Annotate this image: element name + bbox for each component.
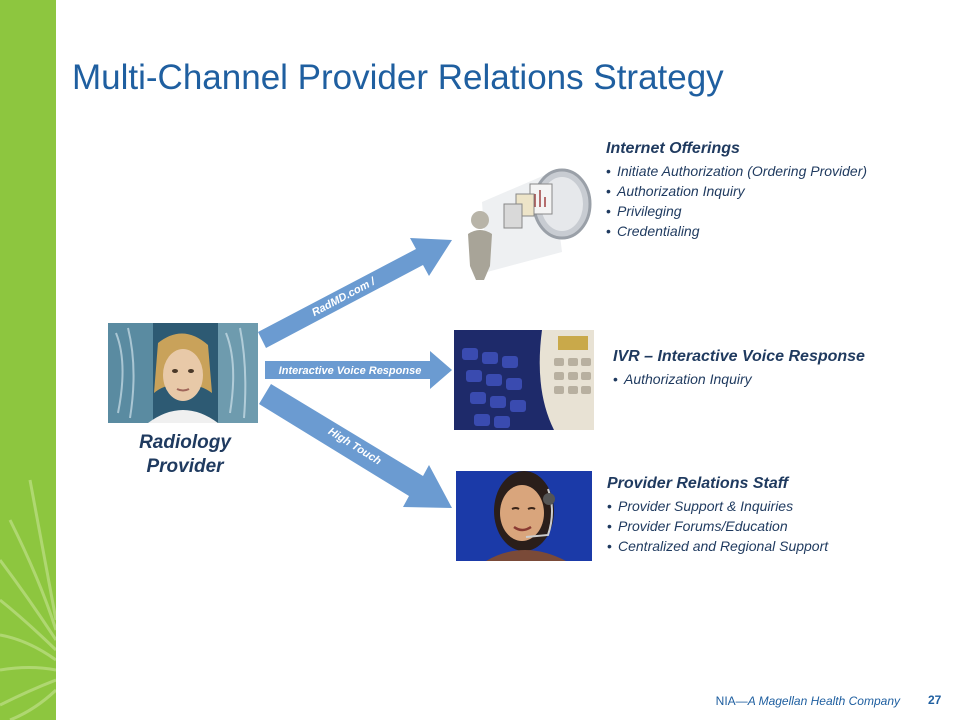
ivr-list: •Authorization Inquiry	[613, 369, 865, 389]
page-title: Multi-Channel Provider Relations Strateg…	[72, 58, 724, 97]
footer-prefix: NIA—	[715, 694, 748, 708]
frond-decoration	[0, 479, 56, 720]
ivr-block: IVR – Interactive Voice Response •Author…	[613, 348, 865, 389]
internet-offerings-heading: Internet Offerings	[606, 140, 740, 157]
arrow-ivr	[265, 351, 452, 389]
radiology-provider-label: Radiology Provider	[105, 431, 265, 479]
footer-company-name: A Magellan Health Company	[747, 694, 900, 708]
list-item: •Credentialing	[606, 223, 700, 239]
headset-operator-photo	[456, 471, 592, 561]
list-item: •Privileging	[606, 203, 682, 219]
footer-company: NIA—A Magellan Health Company	[716, 694, 900, 708]
arrow-internet	[258, 238, 452, 348]
provider-relations-staff-heading: Provider Relations Staff	[607, 475, 789, 492]
provider-relations-staff-block: Provider Relations Staff •Provider Suppo…	[607, 475, 828, 556]
list-item: •Authorization Inquiry	[606, 183, 745, 199]
list-item: •Provider Forums/Education	[607, 518, 788, 534]
green-sidebar	[0, 0, 56, 720]
list-item: •Authorization Inquiry	[613, 371, 752, 387]
list-item: •Centralized and Regional Support	[607, 538, 829, 554]
internet-offerings-block: Internet Offerings •Initiate Authorizati…	[606, 140, 867, 241]
arrow-high-touch	[259, 384, 452, 508]
provider-relations-staff-list: •Provider Support & Inquiries •Provider …	[607, 496, 828, 556]
provider-label-line-1: Radiology	[139, 432, 231, 453]
ivr-heading: IVR – Interactive Voice Response	[613, 348, 865, 365]
radiology-provider-photo	[108, 323, 258, 423]
phone-keypad-photo	[454, 330, 594, 430]
internet-offerings-list: •Initiate Authorization (Ordering Provid…	[606, 161, 867, 241]
list-item: •Initiate Authorization (Ordering Provid…	[606, 163, 868, 179]
provider-label-line-2: Provider	[146, 456, 224, 477]
list-item: •Provider Support & Inquiries	[607, 498, 794, 514]
internet-illustration	[462, 162, 594, 282]
arrow-ivr-label: Interactive Voice Response	[279, 365, 422, 377]
page-number: 27	[928, 693, 942, 707]
